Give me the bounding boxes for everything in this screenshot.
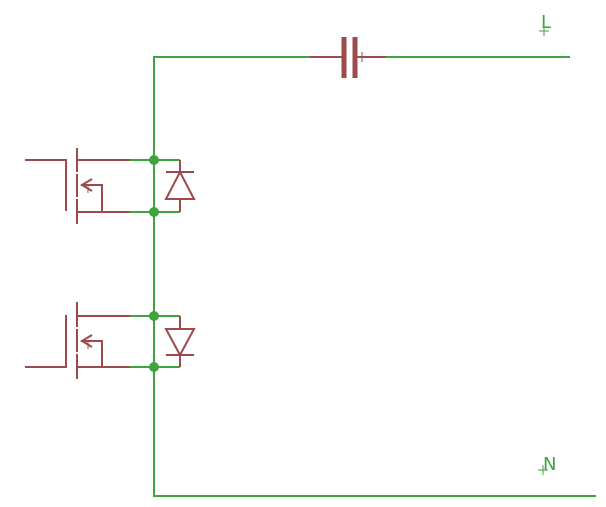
net-label-l-text: L <box>541 12 551 33</box>
body-arrow <box>80 334 93 348</box>
net-label-l: L <box>539 12 551 36</box>
body-arrow <box>80 178 93 192</box>
wire-l-net-left <box>153 56 310 160</box>
net-label-n-text: N <box>543 454 556 475</box>
lower-diode <box>164 316 196 367</box>
gate-lead <box>25 159 67 211</box>
junction-dot <box>149 207 159 217</box>
junction-dot <box>149 311 159 321</box>
wire-n-net <box>153 367 596 497</box>
gate-lead <box>25 315 67 368</box>
body-connection <box>81 184 103 212</box>
junction-dot <box>149 155 159 165</box>
diode-triangle <box>164 328 196 358</box>
series-capacitor <box>310 37 386 78</box>
body-connection <box>81 340 103 367</box>
wires <box>130 56 596 497</box>
upper-diode <box>164 160 196 212</box>
net-label-n: N <box>538 454 556 475</box>
junction-dot <box>149 362 159 372</box>
junctions <box>149 155 159 372</box>
lower-mosfet <box>25 302 130 379</box>
upper-mosfet <box>25 148 130 224</box>
diode-triangle <box>164 169 196 200</box>
